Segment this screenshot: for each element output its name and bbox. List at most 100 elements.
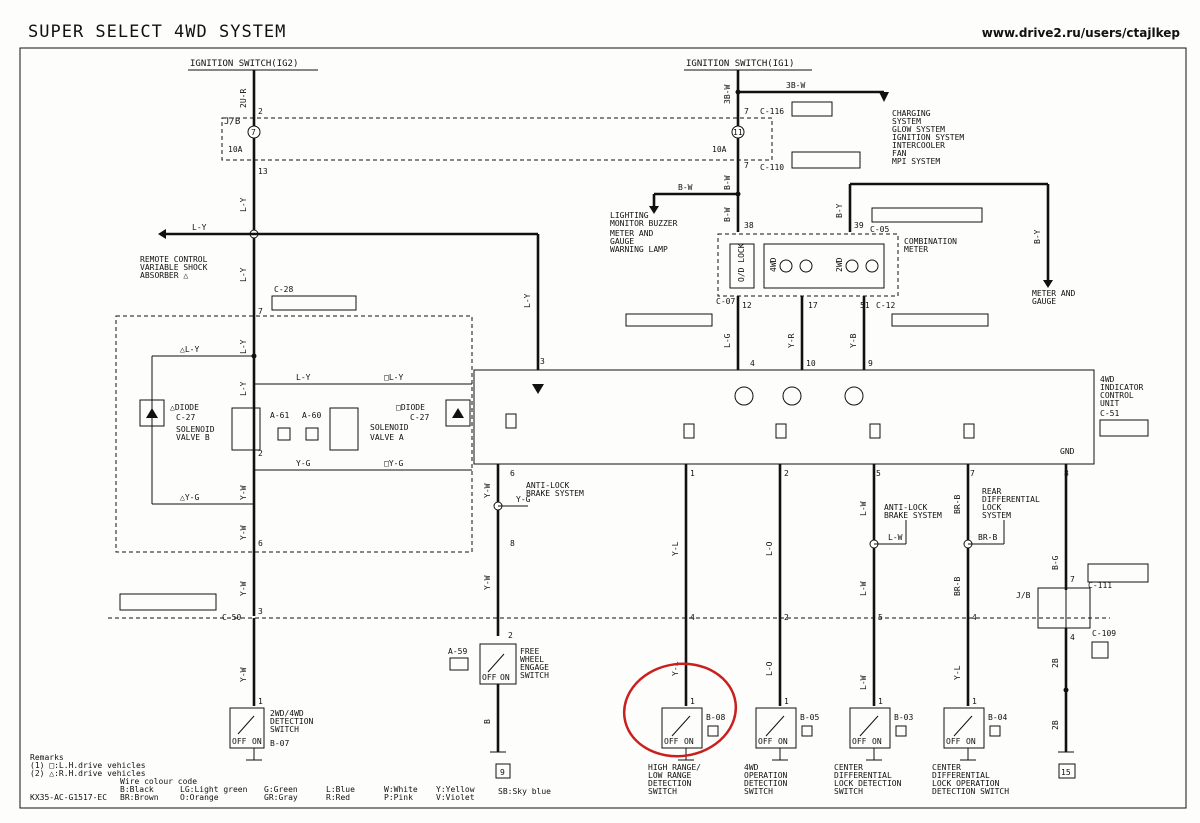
swhigh-line-1: HIGH RANGE/	[648, 763, 701, 772]
conn-b07: B-07	[270, 739, 289, 748]
sw2wd-line-2: DETECTION	[270, 717, 314, 726]
wire-bw-3: B-W	[723, 207, 732, 222]
lighting-line-5: WARNING LAMP	[610, 245, 668, 254]
wire-yw-1: Y-W	[239, 485, 248, 500]
lamp-group	[763, 243, 885, 289]
od-lock-label: O/D LOCK	[737, 243, 746, 282]
swhigh-line-3: DETECTION	[648, 779, 692, 788]
lamp-4wd-b	[799, 259, 813, 273]
sw-center-on: ON	[872, 737, 882, 746]
charging-line-7: MPI SYSTEM	[892, 157, 940, 166]
indicator-line-3: CONTROL	[1100, 391, 1134, 400]
pin-7-jb2: 7	[1070, 575, 1075, 584]
sw-high-on: ON	[684, 737, 694, 746]
color-br: BR:Brown	[120, 793, 159, 802]
ground-9: 9	[500, 768, 505, 777]
conn-c50: C-50	[222, 613, 241, 622]
solb-line-1: SOLENOID	[176, 425, 215, 434]
pin-7-c116: 7	[744, 107, 749, 116]
swhigh-line-4: SWITCH	[648, 787, 677, 796]
pin-17: 17	[808, 301, 818, 310]
wire-lw-3: L-W	[859, 675, 868, 690]
solb-line-2: VALVE B	[176, 433, 210, 442]
sw-high-off: OFF	[664, 737, 679, 746]
ign2-label: IGNITION SWITCH(IG2)	[190, 59, 298, 69]
swcenterop-line-3: LOCK OPERATION	[932, 779, 1000, 788]
indicator-control-unit	[473, 369, 1095, 465]
indicator-line-2: INDICATOR	[1100, 383, 1144, 392]
ground-9-box	[495, 763, 511, 779]
wire-b-free: B	[483, 719, 492, 724]
pin-2-free: 2	[508, 631, 513, 640]
sw-4wd-operation	[755, 707, 797, 761]
wire-yw-free: Y-W	[483, 575, 492, 590]
solenoid-a-box	[329, 407, 359, 451]
lamp-4wd-label: 4WD	[769, 257, 778, 272]
unit-resistor-1	[683, 423, 695, 439]
wire-yl-2: Y-L	[671, 661, 680, 676]
wire-code-title: Wire colour code	[120, 777, 197, 786]
wire-2b-1: 2B	[1051, 658, 1060, 668]
pin-2-jb: 2	[258, 107, 263, 116]
charging-line-3: GLOW SYSTEM	[892, 125, 945, 134]
free-line-3: ENGAGE	[520, 663, 549, 672]
remote-arrow	[158, 229, 166, 239]
fuse7-rating: 10A	[228, 145, 243, 154]
wire-ly-remote: L-Y	[192, 223, 207, 232]
conn-c07-icon	[625, 313, 713, 327]
source-url[interactable]: www.drive2.ru/users/ctajlkep	[981, 26, 1180, 40]
lighting-arrow	[649, 206, 659, 214]
pin-6-left: 6	[258, 539, 263, 548]
charging-arrow	[879, 92, 889, 102]
rear-line-4: SYSTEM	[982, 511, 1011, 520]
rear-line-2: DIFFERENTIAL	[982, 495, 1040, 504]
color-g: G:Green	[264, 785, 298, 794]
transistor-2	[782, 386, 802, 406]
wire-by-2: B-Y	[1033, 229, 1042, 244]
abs2-line-2: BRAKE SYSTEM	[884, 511, 942, 520]
conn-b08: B-08	[706, 713, 725, 722]
free-line-4: SWITCH	[520, 671, 549, 680]
conn-c07: C-07	[716, 297, 735, 306]
highlight-circle	[622, 662, 738, 758]
lighting-line-1: LIGHTING	[610, 211, 649, 220]
color-l: L:Blue	[326, 785, 355, 794]
transistor-1	[734, 386, 754, 406]
sola-line-1: SOLENOID	[370, 423, 409, 432]
wire-yw-2: Y-W	[239, 525, 248, 540]
pin-39: 39	[854, 221, 864, 230]
conn-c51: C-51	[1100, 409, 1119, 418]
charging-line-6: FAN	[892, 149, 907, 158]
wire-bw-1: B-W	[723, 175, 732, 190]
gnd-splice	[1063, 687, 1069, 693]
pin-4-high: 4	[690, 613, 695, 622]
outer-border	[19, 47, 1187, 809]
sw-4wdop-off: OFF	[758, 737, 773, 746]
pin-38: 38	[744, 221, 754, 230]
conn-c111: C-111	[1088, 581, 1112, 590]
wire-yl-1: Y-L	[671, 541, 680, 556]
wire-brb-rear: BR-B	[978, 533, 997, 542]
wire-ly-3: L-Y	[239, 339, 248, 354]
pin-7-unit: 7	[970, 469, 975, 478]
jb2-box	[1037, 587, 1091, 629]
fuse7-num: 7	[251, 128, 256, 137]
pin-8-free: 8	[510, 539, 515, 548]
diode-b-box	[139, 399, 165, 427]
sw2wd-line-3: SWITCH	[270, 725, 299, 734]
pin-2-solb: 2	[258, 449, 263, 458]
wire-bw-2: B-W	[678, 183, 693, 192]
wire-ly-1: L-Y	[239, 197, 248, 212]
pin-2-4wdop: 2	[784, 613, 789, 622]
solenoid-b-box	[231, 407, 261, 451]
wire-brb-1: BR-B	[953, 495, 962, 514]
pin-13: 13	[258, 167, 268, 176]
wire-3bw: 3B-W	[723, 85, 732, 104]
ground-15: 15	[1061, 768, 1071, 777]
sw-high-range	[661, 707, 703, 761]
conn-b03-icon	[895, 725, 907, 737]
color-gr: GR:Gray	[264, 793, 298, 802]
lamp-4wd-a	[779, 259, 793, 273]
conn-b05-icon	[801, 725, 813, 737]
sq-ly: □L-Y	[384, 373, 403, 382]
